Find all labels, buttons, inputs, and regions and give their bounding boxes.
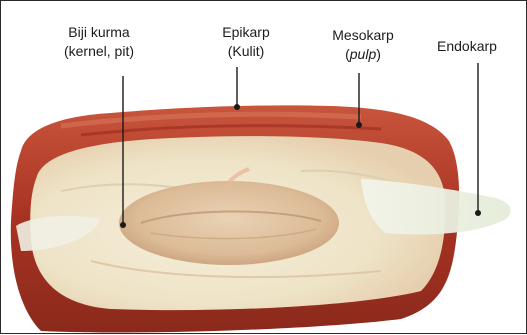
label-mesokarp: Mesokarp (pulp) — [321, 26, 405, 64]
endocarp-membrane — [361, 179, 511, 234]
label-endokarp: Endokarp — [437, 37, 519, 56]
label-kernel-line1: Biji kurma — [51, 23, 147, 42]
label-mesokarp-pulp: pulp — [350, 46, 376, 62]
label-kernel-line2: (kernel, pit) — [51, 42, 147, 61]
label-endokarp-line1: Endokarp — [437, 37, 519, 56]
label-mesokarp-line1: Mesokarp — [321, 26, 405, 45]
label-epikarp-line1: Epikarp — [207, 23, 285, 42]
label-mesokarp-line2: (pulp) — [321, 45, 405, 64]
label-kernel: Biji kurma (kernel, pit) — [51, 23, 147, 61]
kernel-seed — [119, 181, 339, 265]
label-epikarp-line2: (Kulit) — [207, 42, 285, 61]
label-epikarp: Epikarp (Kulit) — [207, 23, 285, 61]
